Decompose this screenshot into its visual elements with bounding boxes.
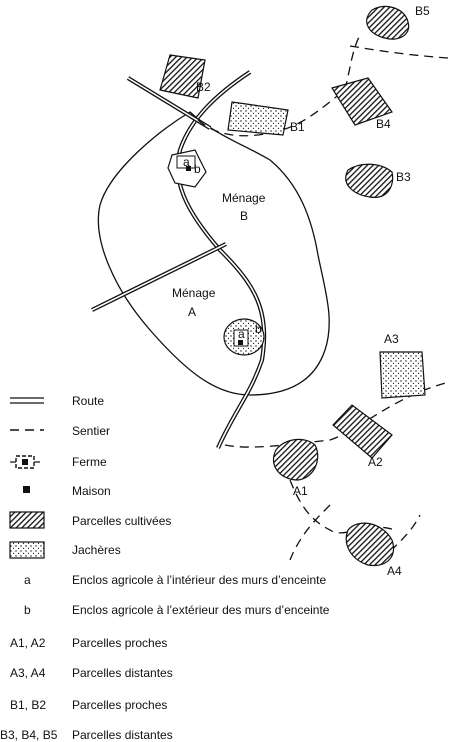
- legend-ferme-label: Ferme: [72, 455, 107, 469]
- plot-a3: A3: [379, 332, 426, 399]
- plot-label: B3: [396, 170, 411, 184]
- plot-b4: B4: [331, 77, 393, 131]
- enclosure-a-label: a: [238, 327, 245, 341]
- farm-a: a b: [223, 318, 265, 356]
- plot-label: A1: [293, 484, 308, 498]
- legend-fallow-label: Jachères: [72, 543, 121, 557]
- enclosure-b-label: b: [255, 322, 262, 336]
- legend-code-a3a4: A3, A4: [10, 666, 46, 680]
- legend-code-b1b2: B1, B2: [10, 698, 46, 712]
- legend-code-b3b4b5: B3, B4, B5: [0, 728, 58, 742]
- plot-b5: B5: [366, 4, 430, 40]
- village-boundary: [97, 111, 330, 396]
- legend-fallow-symbol: [9, 541, 45, 559]
- plot-a1: A1: [272, 438, 319, 498]
- household-b-letter: B: [240, 209, 248, 223]
- household-b-word: Ménage: [222, 191, 266, 205]
- legend-labels: Route Sentier Ferme Maison Parcelles cul…: [0, 394, 330, 742]
- legend-code-a3a4-label: Parcelles distantes: [72, 666, 173, 680]
- legend-code-a1a2-label: Parcelles proches: [72, 636, 167, 650]
- plot-b1: B1: [227, 101, 305, 136]
- legend-code-b-label: Enclos agricole à l’extérieur des murs d…: [72, 603, 330, 617]
- plot-a2: A2: [332, 404, 393, 469]
- plot-label: B2: [196, 80, 211, 94]
- roads: [91, 70, 267, 449]
- plot-b2: B2: [159, 54, 211, 99]
- plot-label: B4: [376, 117, 391, 131]
- plot-a4: A4: [345, 522, 402, 578]
- enclosure-a-label: a: [183, 155, 190, 169]
- legend-code-b: b: [24, 603, 31, 617]
- legend-code-a1a2: A1, A2: [10, 636, 46, 650]
- legend-farm-symbol: [10, 455, 40, 469]
- legend-symbols: [9, 397, 45, 559]
- legend-house-symbol: [23, 486, 30, 493]
- house-marker: [186, 166, 191, 171]
- house-marker: [238, 340, 243, 345]
- legend-code-a-label: Enclos agricole à l’intérieur des murs d…: [72, 573, 326, 587]
- plot-label: A3: [384, 332, 399, 346]
- plot-label: B5: [415, 4, 430, 18]
- legend-code-b3b4b5-label: Parcelles distantes: [72, 728, 173, 742]
- legend-route-label: Route: [72, 394, 104, 408]
- legend-cultivated-label: Parcelles cultivées: [72, 514, 171, 528]
- legend-maison-label: Maison: [72, 484, 111, 498]
- plot-label: B1: [290, 120, 305, 134]
- plot-label: A4: [387, 564, 402, 578]
- legend-road-symbol: [10, 397, 44, 404]
- farm-b: a b: [167, 149, 207, 188]
- legend-code-a: a: [24, 573, 31, 587]
- legend-cultivated-symbol: [9, 511, 45, 529]
- legend-code-b1b2-label: Parcelles proches: [72, 698, 167, 712]
- plot-b3: B3: [345, 163, 411, 198]
- plot-label: A2: [368, 455, 383, 469]
- enclosure-b-label: b: [194, 162, 201, 176]
- household-a-word: Ménage: [172, 286, 216, 300]
- legend-sentier-label: Sentier: [72, 424, 110, 438]
- household-a-letter: A: [188, 305, 196, 319]
